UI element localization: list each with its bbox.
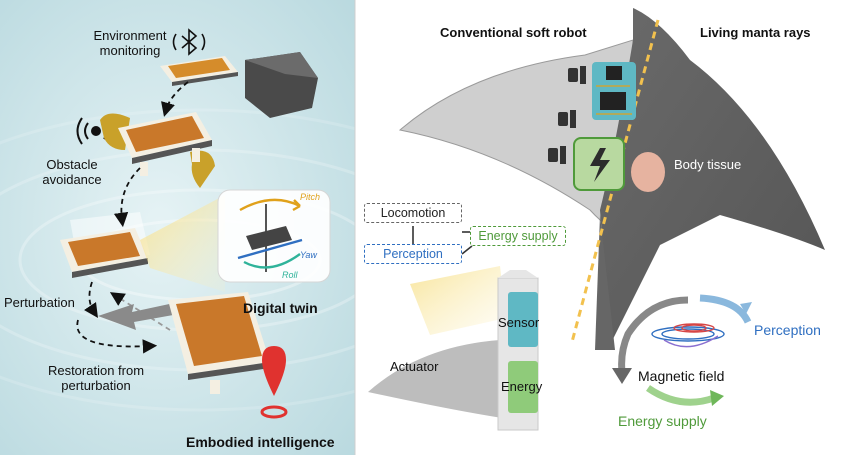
yaw-label: Yaw [300, 250, 317, 260]
restoration-label: Restoration from perturbation [47, 363, 145, 393]
robot-obstacle-avoidance [100, 112, 215, 188]
perturbation-arrow [98, 300, 190, 330]
inset-beam [410, 266, 506, 335]
embodied-intelligence-label: Embodied intelligence [186, 434, 335, 450]
body-tissue-patch [631, 152, 665, 192]
pitch-label: Pitch [300, 192, 321, 202]
cycle-energy-supply-label: Energy supply [618, 413, 707, 429]
sensor-label: Sensor [498, 315, 540, 330]
rock-obstacle [245, 52, 318, 118]
manta-ray-body [398, 8, 825, 350]
circuit-board [592, 62, 636, 120]
cycle-perception-label: Perception [754, 322, 821, 338]
perturbation-label: Perturbation [4, 295, 75, 310]
robot-digital-twin-source [60, 212, 150, 278]
digital-twin-card [217, 189, 331, 283]
robot-environment-monitoring [160, 56, 238, 86]
actuator-label: Actuator [390, 359, 439, 374]
inset-module-illustration [368, 270, 539, 431]
energy-supply-box: Energy supply [470, 226, 566, 246]
roll-label: Roll [282, 270, 298, 280]
location-pin-icon [260, 346, 288, 419]
robot-restoration [168, 292, 270, 394]
digital-twin-label: Digital twin [243, 300, 318, 316]
conventional-soft-robot-header: Conventional soft robot [440, 25, 587, 40]
bluetooth-icon [172, 28, 206, 56]
light-beam [140, 195, 225, 292]
living-manta-rays-header: Living manta rays [700, 25, 811, 40]
magnetic-field-label: Magnetic field [638, 368, 725, 384]
battery-icon [573, 137, 625, 191]
body-tissue-label: Body tissue [674, 157, 742, 172]
environment-monitoring-label: Environment monitoring [93, 28, 167, 58]
magnetic-field-cycle [612, 294, 752, 406]
locomotion-box: Locomotion [364, 203, 462, 223]
energy-label: Energy [501, 379, 543, 394]
perception-box: Perception [364, 244, 462, 264]
obstacle-avoidance-label: Obstacle avoidance [42, 157, 102, 187]
actuator-clamps [548, 66, 586, 164]
